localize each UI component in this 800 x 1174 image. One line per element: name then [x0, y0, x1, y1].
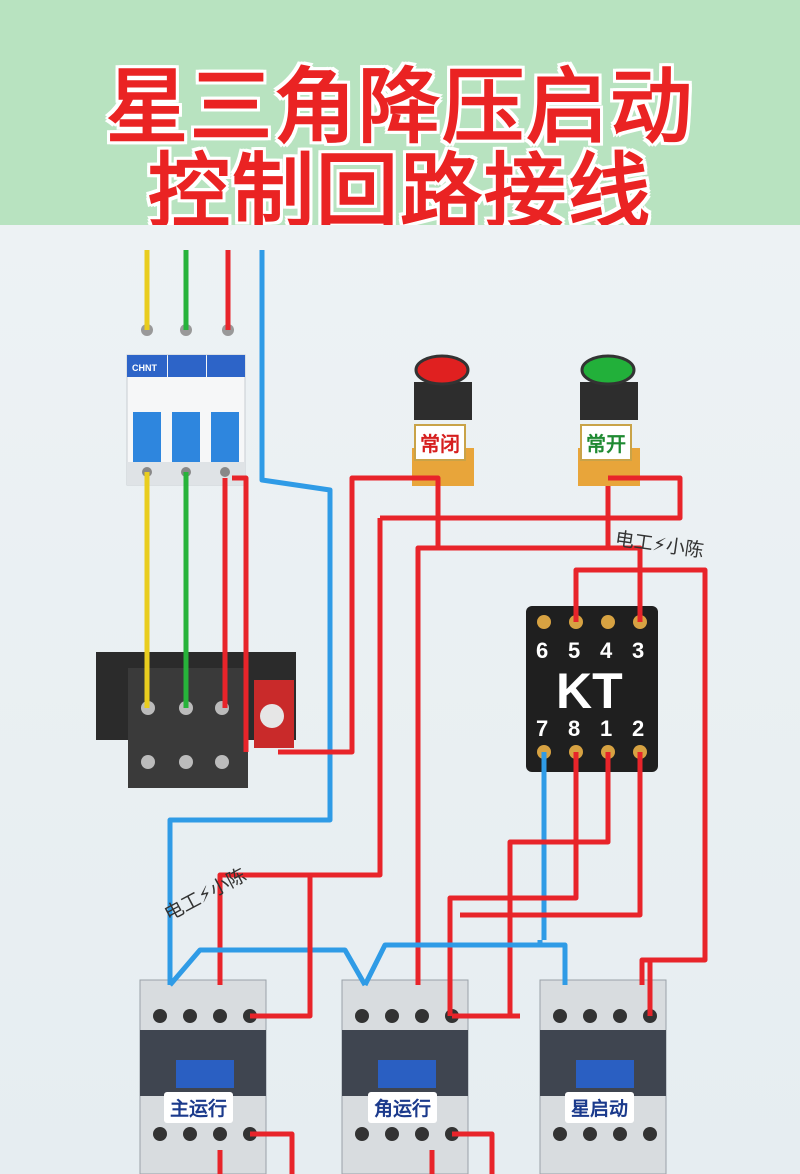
wire-n-bus3 [540, 942, 568, 985]
wires [144, 250, 708, 1174]
start-button [578, 354, 640, 486]
contactor-star [539, 979, 667, 1174]
stop-button-label: 常闭 [414, 424, 466, 461]
stop-button [412, 354, 474, 486]
wire-n-bus1 [168, 947, 368, 987]
kt-pin-3: 3 [632, 638, 645, 663]
contactor-main-label: 主运行 [164, 1092, 234, 1123]
kt-pin-5: 5 [568, 638, 581, 663]
wire-kt8 [447, 752, 579, 1016]
kt-pin-7: 7 [536, 716, 549, 741]
contactor-star-label: 星启动 [565, 1092, 635, 1123]
kt-pin-8: 8 [568, 716, 581, 741]
contactor-delta-label: 角运行 [368, 1092, 438, 1123]
kt-pin-6: 6 [536, 638, 549, 663]
time-relay-kt [526, 606, 658, 772]
svg-text:CHNT: CHNT [132, 363, 157, 373]
contactor-delta [341, 979, 469, 1174]
title-line-2: 控制回路接线 [147, 145, 652, 240]
kt-pin-2: 2 [632, 716, 645, 741]
kt-pin-4: 4 [600, 638, 613, 663]
kt-pin-1: 1 [600, 716, 613, 741]
wire-delta-out [452, 1131, 495, 1174]
wire-kt5 [573, 567, 708, 985]
title-banner: 星三角降压启动 控制回路接线 [0, 0, 800, 240]
circuit-breaker: CHNT [126, 324, 246, 486]
wire-ol-stop [278, 475, 441, 755]
contactor-main [139, 979, 267, 1174]
wire-kt1 [507, 752, 611, 1016]
wire-ctrl-l [232, 475, 249, 752]
wire-kt2 [460, 752, 643, 918]
wire-neutral [167, 250, 333, 985]
wire-main-coil [250, 875, 313, 1019]
title-line-1: 星三角降压启动 [105, 60, 694, 155]
wire-main-out [250, 1131, 295, 1174]
overload-relay [96, 652, 296, 788]
wire-stop-down [415, 490, 441, 985]
wire-start-kt [605, 486, 643, 622]
wire-to-main [217, 518, 383, 985]
kt-label: KT [556, 663, 623, 719]
wire-stop-start [380, 475, 683, 521]
start-button-label: 常开 [580, 424, 632, 461]
